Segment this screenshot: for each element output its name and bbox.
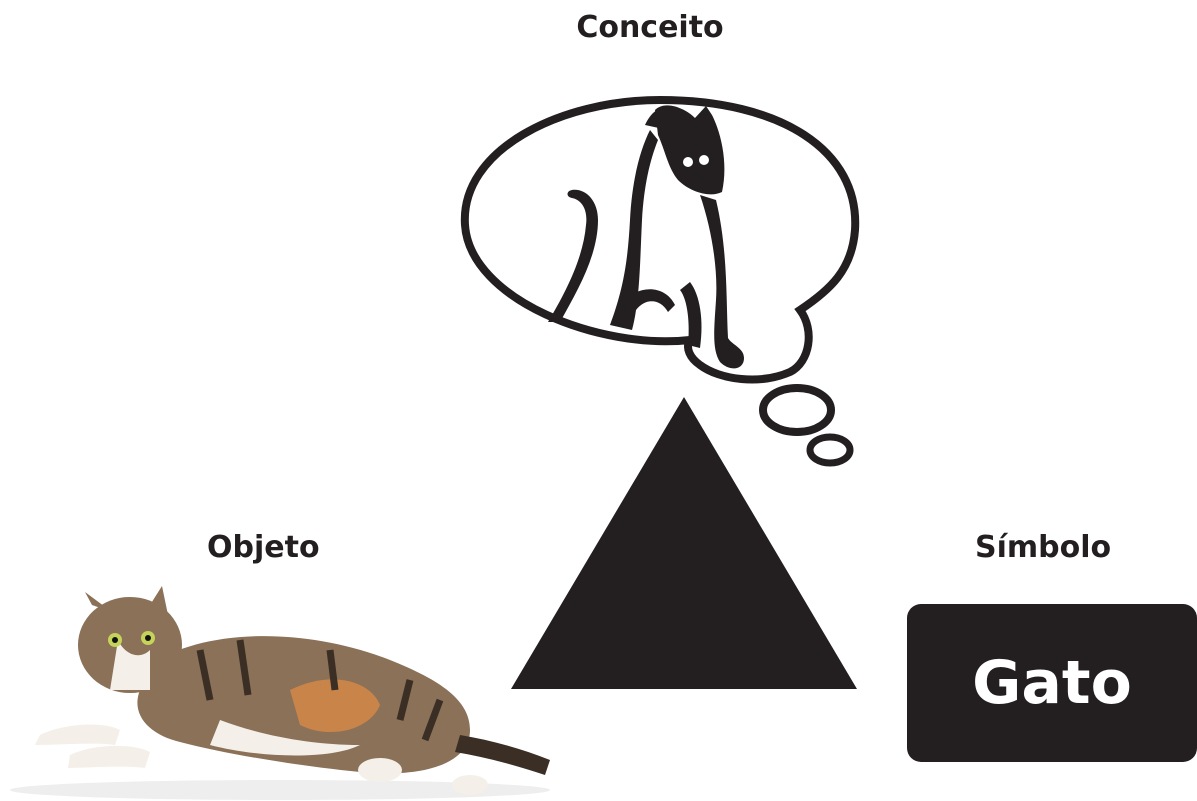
symbol-box: Gato: [907, 604, 1197, 762]
cat-photo: [10, 586, 550, 800]
concept-label: Conceito: [576, 10, 724, 45]
symbol-label: Símbolo: [975, 530, 1112, 565]
cat-silhouette: [548, 105, 744, 369]
bubble-dot-small: [806, 433, 854, 467]
symbol-word: Gato: [972, 648, 1132, 718]
thought-bubble: [460, 95, 860, 467]
bubble-dot-large: [759, 384, 835, 436]
object-label: Objeto: [207, 530, 320, 565]
triangle: [511, 397, 857, 689]
